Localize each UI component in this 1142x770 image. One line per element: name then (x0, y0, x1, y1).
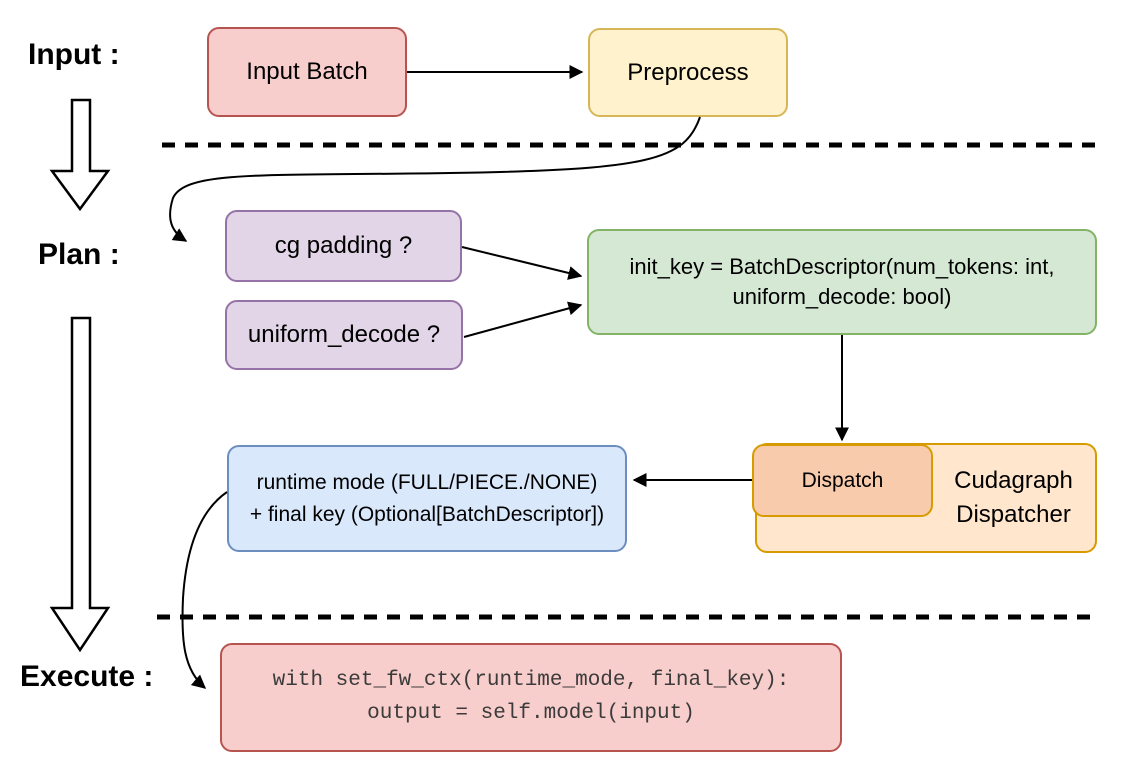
cg-padding-node: cg padding ? (225, 210, 462, 282)
init-key-line1: init_key = BatchDescriptor(num_tokens: i… (629, 254, 1055, 280)
dispatch-label: Dispatch (801, 468, 884, 492)
runtime-mode-line2: + final key (Optional[BatchDescriptor]) (249, 502, 605, 526)
stage-label-input: Input : (28, 38, 120, 71)
cudagraph-dispatcher-line2: Dispatcher (956, 501, 1071, 528)
cudagraph-dispatcher-label: Cudagraph Dispatcher (932, 445, 1095, 551)
stage-label-execute: Execute : (20, 660, 154, 693)
uniform-decode-node: uniform_decode ? (225, 300, 463, 370)
runtime-mode-line1: runtime mode (FULL/PIECE./NONE) (256, 471, 598, 494)
edge-cgpadding-initkey (461, 246, 583, 280)
input-batch-label: Input Batch (246, 58, 368, 85)
input-to-plan-arrow (49, 98, 111, 212)
cudagraph-dispatcher-line1: Cudagraph (954, 467, 1073, 495)
execute-code-line2: output = self.model(input) (367, 701, 695, 725)
dispatch-node: Dispatch (752, 444, 933, 517)
init-key-line2: uniform_decode: bool) (732, 284, 952, 309)
execute-code-line1: with set_fw_ctx(runtime_mode, final_key)… (272, 668, 790, 692)
preprocess-label: Preprocess (627, 58, 749, 86)
cg-padding-label: cg padding ? (274, 232, 413, 259)
plan-to-execute-arrow (49, 316, 111, 653)
runtime-mode-node: runtime mode (FULL/PIECE./NONE) + final … (227, 445, 627, 552)
edge-uniformdecode-initkey (463, 301, 583, 338)
uniform-decode-label: uniform_decode ? (247, 321, 441, 348)
input-batch-node: Input Batch (207, 27, 407, 117)
stage-label-plan: Plan : (38, 238, 120, 271)
init-key-node: init_key = BatchDescriptor(num_tokens: i… (587, 229, 1097, 335)
preprocess-node: Preprocess (588, 28, 788, 117)
execute-code-node: with set_fw_ctx(runtime_mode, final_key)… (220, 643, 842, 752)
